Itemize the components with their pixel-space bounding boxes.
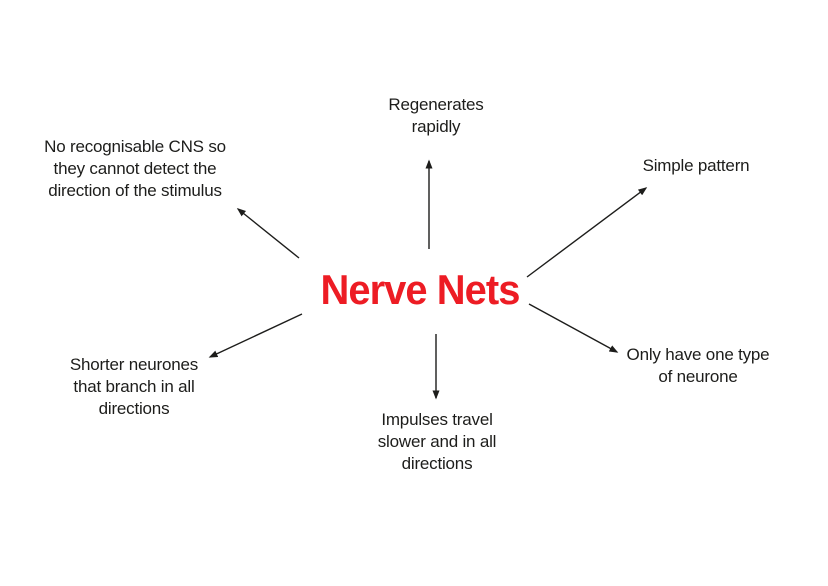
node-impulses-travel-slower: Impulses travel slower and in all direct… xyxy=(362,409,512,475)
node-text-line: Only have one type xyxy=(626,345,770,364)
node-regenerates-rapidly: Regenerates rapidly xyxy=(356,94,516,138)
node-text-line: of neurone xyxy=(658,367,738,386)
node-text-line: direction of the stimulus xyxy=(48,181,222,200)
arrow-to-shorter-neurones-icon xyxy=(208,313,303,358)
node-no-recognisable-cns: No recognisable CNS so they cannot detec… xyxy=(35,136,235,202)
center-title: Nerve Nets xyxy=(320,266,521,313)
arrow-to-simple-pattern-icon xyxy=(526,187,648,278)
node-shorter-neurones: Shorter neurones that branch in all dire… xyxy=(49,354,219,420)
node-text-line: Regenerates xyxy=(388,95,484,114)
arrow-to-cns-icon xyxy=(236,208,300,259)
node-text-line: Simple pattern xyxy=(642,156,750,175)
node-text-line: they cannot detect the xyxy=(53,159,217,178)
node-text-line: slower and in all xyxy=(377,432,497,451)
node-simple-pattern: Simple pattern xyxy=(616,155,776,177)
node-text-line: that branch in all xyxy=(73,377,195,396)
arrow-to-one-type-icon xyxy=(528,303,619,353)
node-text-line: directions xyxy=(98,399,170,418)
node-text-line: directions xyxy=(401,454,473,473)
node-text-line: Shorter neurones xyxy=(69,355,199,374)
node-text-line: Impulses travel xyxy=(381,410,493,429)
node-text-line: No recognisable CNS so xyxy=(44,137,226,156)
node-text-line: rapidly xyxy=(411,117,461,136)
node-only-one-type-of-neurone: Only have one type of neurone xyxy=(613,344,783,388)
